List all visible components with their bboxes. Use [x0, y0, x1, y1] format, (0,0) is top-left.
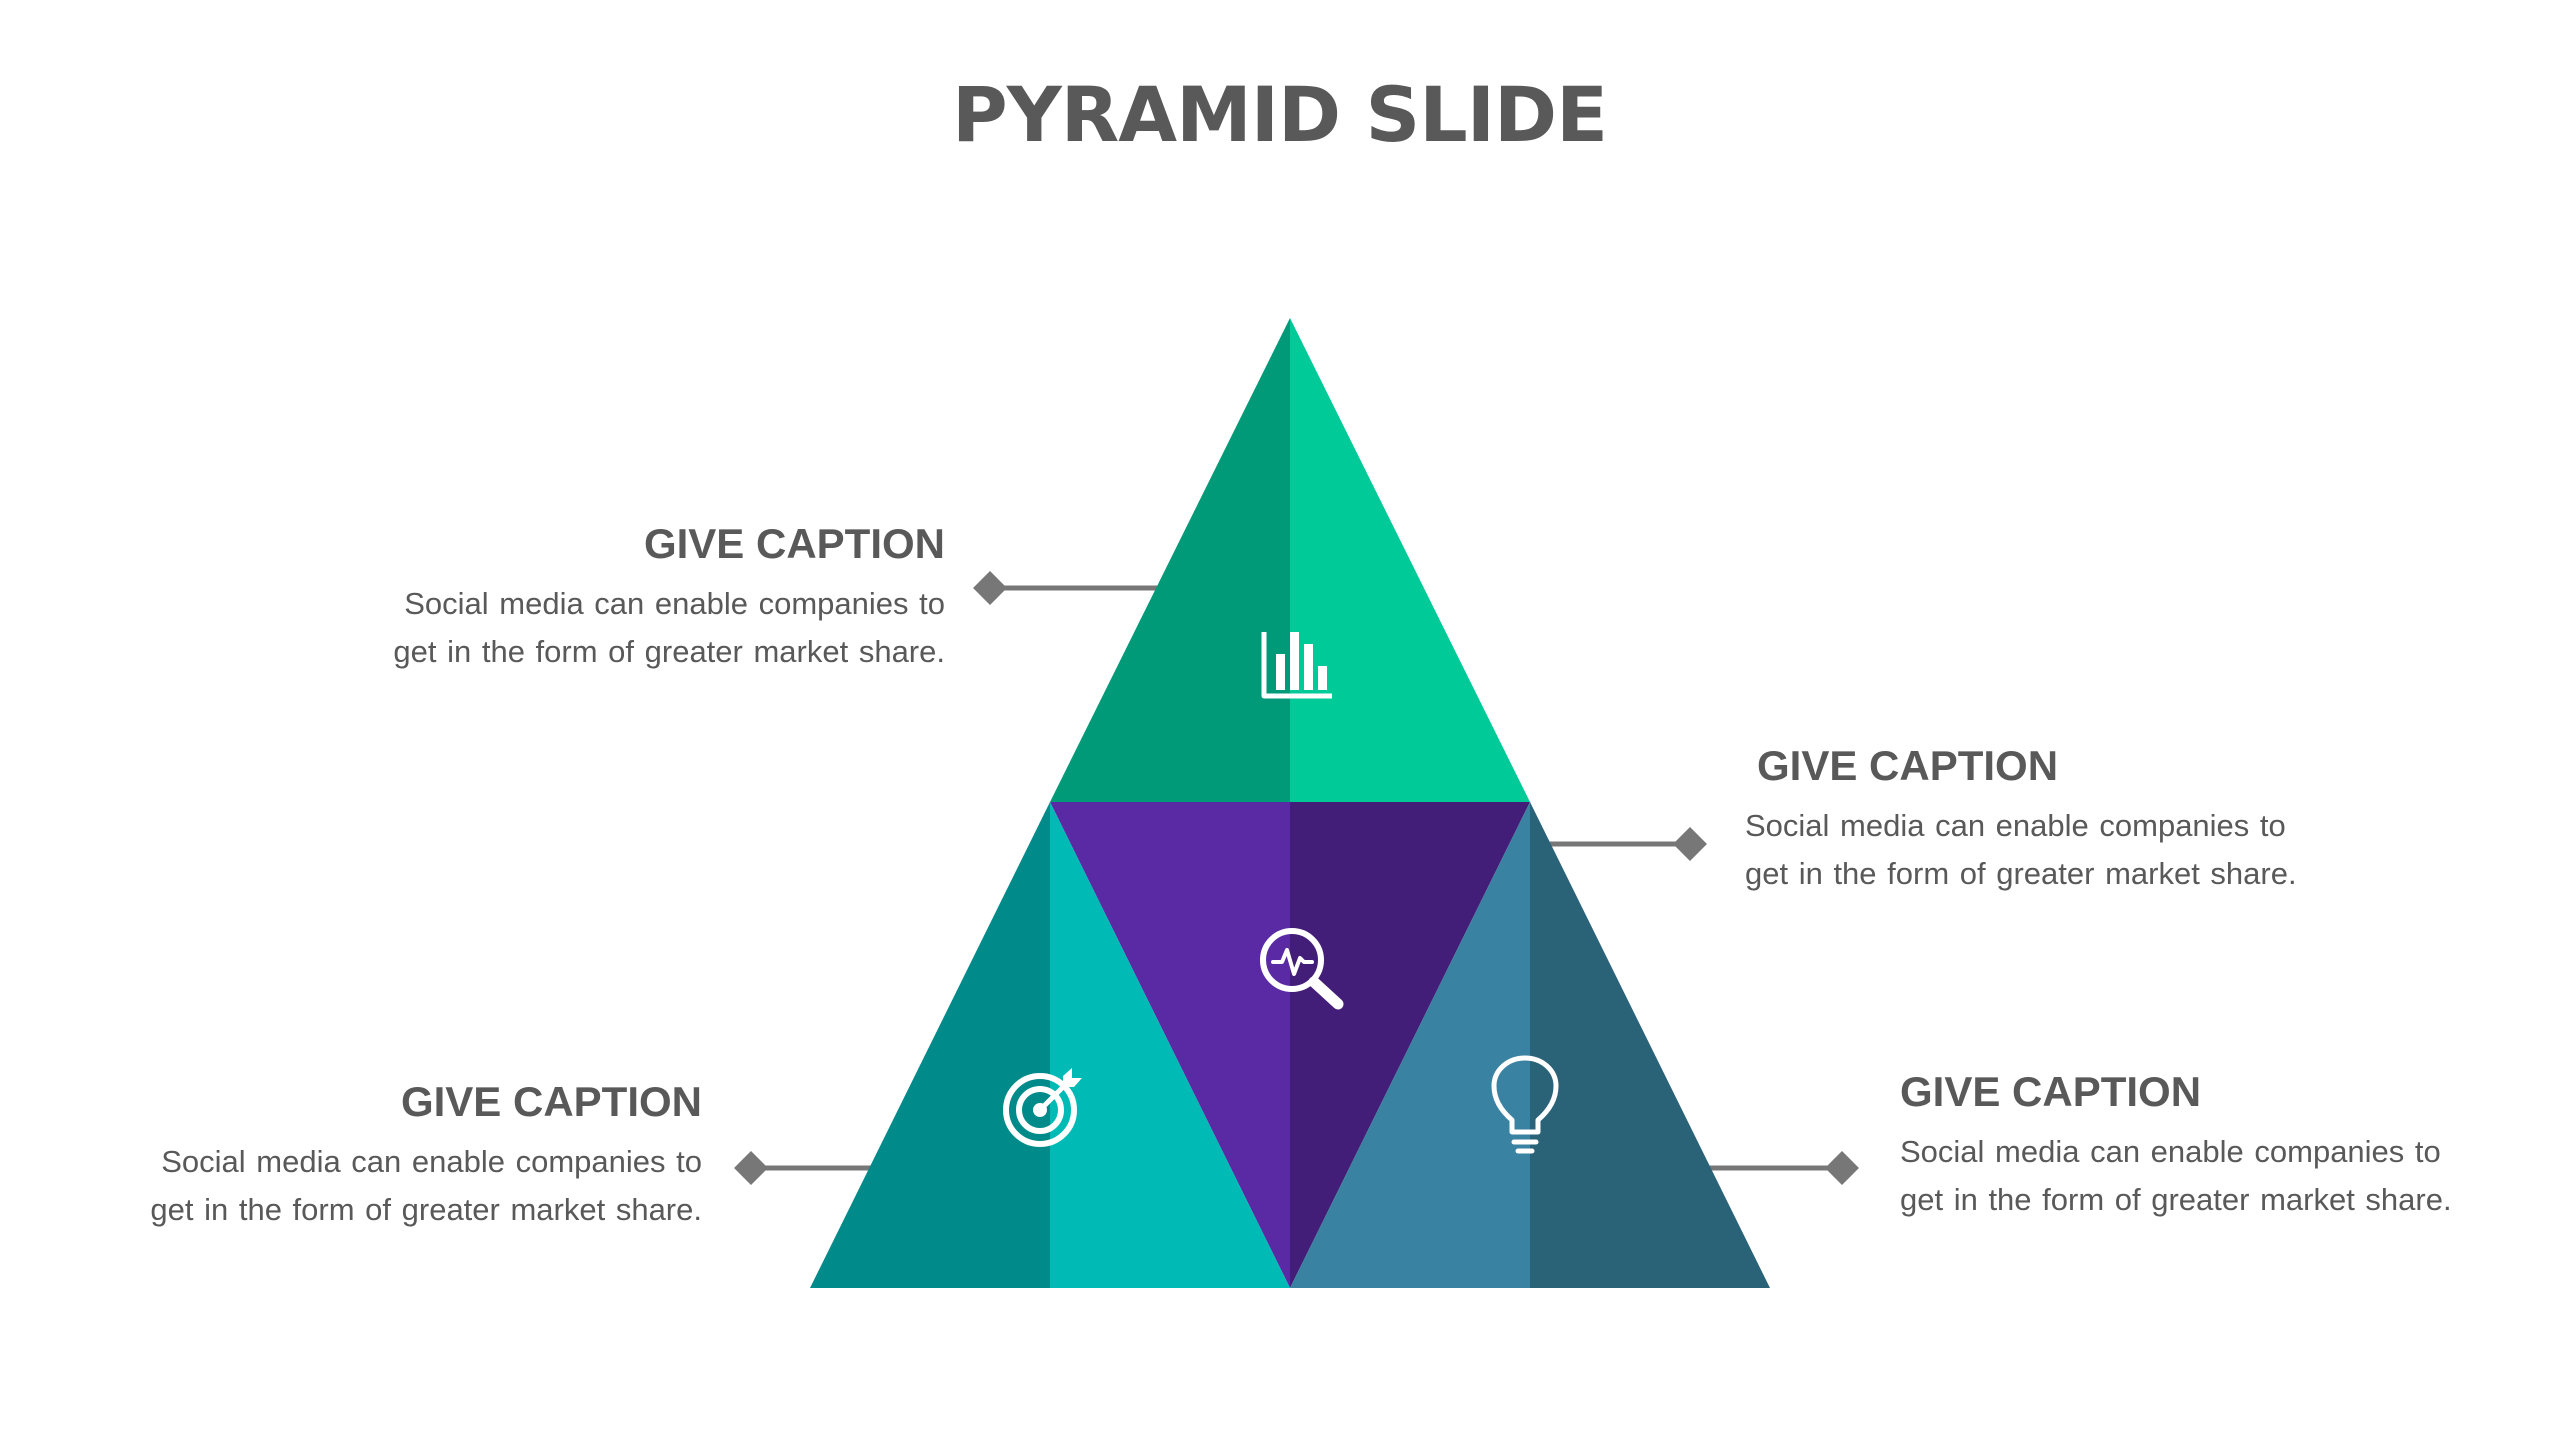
- bottom-right-triangle-inner-face: [1290, 802, 1530, 1288]
- caption-bottom-left: GIVE CAPTION Social media can enable com…: [82, 1076, 702, 1234]
- bottom-right-triangle-outer-face: [1530, 802, 1770, 1288]
- connector-center: [1540, 827, 1707, 861]
- caption-center: GIVE CAPTION Social media can enable com…: [1745, 740, 2365, 898]
- bottom-left-triangle-outer-face: [810, 802, 1050, 1288]
- bottom-left-triangle-inner-face: [1050, 802, 1290, 1288]
- caption-title: GIVE CAPTION: [643, 520, 945, 567]
- slide-title: PYRAMID SLIDE: [952, 70, 1608, 159]
- caption-text: Social media can enable companies to get…: [393, 586, 945, 669]
- caption-title: GIVE CAPTION: [1900, 1068, 2202, 1115]
- connector-bottom-right: [1702, 1151, 1859, 1185]
- magnifier-pulse-icon: [1260, 928, 1344, 1010]
- caption-text: Social media can enable companies to get…: [1900, 1134, 2452, 1217]
- top-triangle-right-face: [1290, 318, 1530, 802]
- top-triangle-left-face: [1050, 318, 1290, 802]
- caption-text: Social media can enable companies to get…: [150, 1144, 702, 1227]
- connector-bottom-left: [734, 1151, 878, 1185]
- target-arrow-icon: [1003, 1068, 1082, 1147]
- caption-top: GIVE CAPTION Social media can enable com…: [325, 518, 945, 676]
- caption-title: GIVE CAPTION: [400, 1078, 702, 1125]
- connector-top: [973, 571, 1160, 605]
- lightbulb-icon: [1491, 1055, 1559, 1154]
- caption-bottom-right: GIVE CAPTION Social media can enable com…: [1900, 1066, 2520, 1224]
- caption-text: Social media can enable companies to get…: [1745, 808, 2297, 891]
- bar-chart-icon: [1261, 632, 1332, 699]
- caption-title: GIVE CAPTION: [1757, 742, 2059, 789]
